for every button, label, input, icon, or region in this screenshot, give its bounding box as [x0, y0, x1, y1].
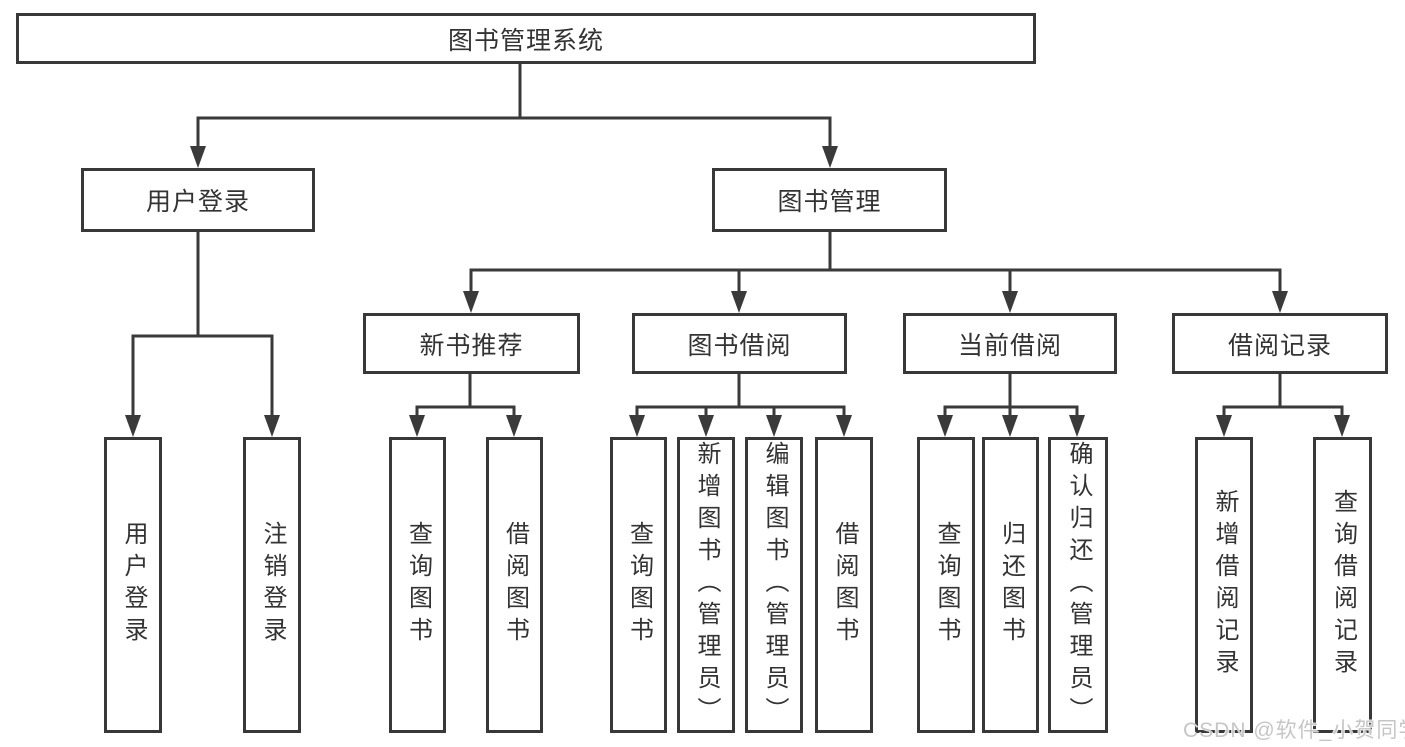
arrowheads [125, 146, 1350, 437]
leaf-newbook-query-books: 查询图书 [389, 437, 446, 733]
leaf-borrow-edit-books-admin: 编辑图书（管理员） [745, 437, 803, 733]
node-new-book-recommend: 新书推荐 [363, 313, 580, 374]
leaf-records-add-borrow-record: 新增借阅记录 [1195, 437, 1253, 733]
arrow-down-icon [409, 415, 425, 437]
leaf-label: 查询图书 [404, 521, 432, 649]
leaf-logout: 注销登录 [243, 437, 301, 733]
arrow-down-icon [506, 415, 522, 437]
node-label: 借阅记录 [1227, 331, 1332, 360]
leaf-label: 确认归还（管理员） [1065, 441, 1092, 729]
leaf-borrow-add-books-admin: 新增图书（管理员） [677, 437, 735, 733]
arrow-down-icon [822, 146, 838, 168]
arrow-down-icon [1002, 415, 1018, 437]
leaf-user-login: 用户登录 [104, 437, 162, 733]
arrow-down-icon [1272, 291, 1288, 313]
leaf-label: 新增借阅记录 [1211, 489, 1238, 681]
leaf-current-query-books: 查询图书 [917, 437, 975, 733]
node-current-borrow: 当前借阅 [903, 313, 1117, 374]
connector-path [131, 62, 1344, 421]
arrow-down-icon [836, 415, 852, 437]
leaf-label: 查询图书 [933, 521, 960, 649]
leaf-current-return-books: 归还图书 [982, 437, 1039, 733]
arrow-down-icon [731, 291, 747, 313]
node-book-management: 图书管理 [712, 168, 947, 232]
node-label: 当前借阅 [957, 331, 1062, 360]
node-library-system: 图书管理系统 [16, 13, 1036, 64]
leaf-label: 用户登录 [120, 521, 147, 649]
node-label: 图书借阅 [687, 331, 792, 360]
leaf-current-confirm-return-admin: 确认归还（管理员） [1048, 437, 1108, 733]
node-borrow-records: 借阅记录 [1172, 313, 1388, 374]
node-label: 图书管理 [777, 188, 882, 216]
arrow-down-icon [190, 146, 206, 168]
csdn-watermark: CSDN @软件_小贺同学 [1183, 719, 1405, 742]
node-label: 新书推荐 [419, 331, 524, 360]
node-user-login: 用户登录 [81, 168, 315, 232]
arrow-down-icon [629, 415, 645, 437]
arrow-down-icon [1216, 415, 1232, 437]
leaf-records-query-borrow-record: 查询借阅记录 [1313, 437, 1372, 733]
leaf-newbook-borrow-books: 借阅图书 [486, 437, 543, 733]
leaf-label: 注销登录 [259, 521, 286, 649]
arrow-down-icon [766, 415, 782, 437]
arrow-down-icon [698, 415, 714, 437]
leaf-label: 归还图书 [997, 521, 1025, 649]
leaf-label: 借阅图书 [831, 521, 858, 649]
arrow-down-icon [1002, 291, 1018, 313]
arrow-down-icon [463, 291, 479, 313]
node-book-borrow: 图书借阅 [632, 313, 847, 374]
arrow-down-icon [1069, 415, 1085, 437]
arrow-down-icon [1334, 415, 1350, 437]
leaf-label: 新增图书（管理员） [693, 441, 720, 729]
leaf-label: 借阅图书 [501, 521, 529, 649]
arrow-down-icon [264, 415, 280, 437]
node-label: 用户登录 [145, 188, 250, 216]
arrow-down-icon [937, 415, 953, 437]
leaf-borrow-query-books: 查询图书 [610, 437, 667, 733]
node-label: 图书管理系统 [447, 26, 604, 55]
leaf-label: 查询图书 [625, 521, 653, 649]
arrow-down-icon [125, 415, 141, 437]
leaf-label: 查询借阅记录 [1329, 489, 1357, 681]
leaf-borrow-borrow-books: 借阅图书 [815, 437, 873, 733]
leaf-label: 编辑图书（管理员） [761, 441, 788, 729]
